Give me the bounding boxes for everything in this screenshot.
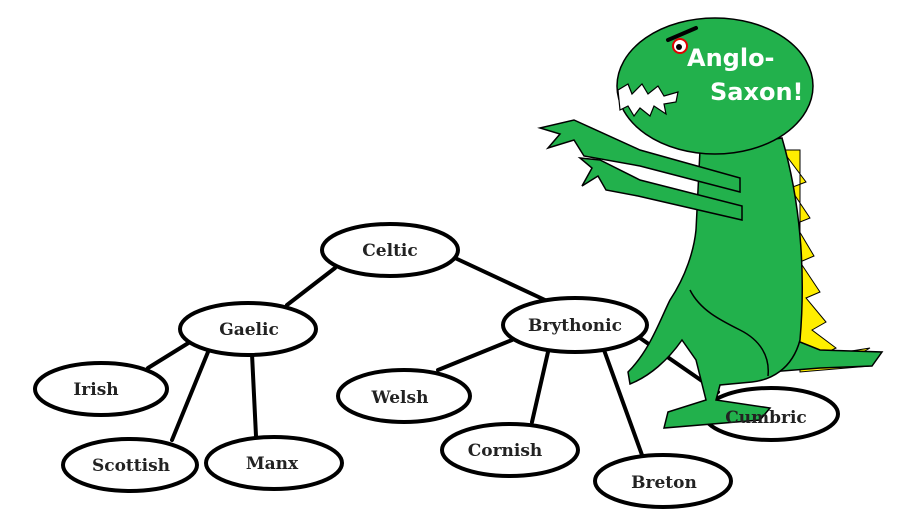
dinosaur-body: [627, 137, 803, 429]
edge-brythonic-welsh: [436, 338, 514, 372]
edge-celtic-brythonic: [453, 256, 547, 302]
node-welsh: [336, 368, 472, 424]
node-celtic: [320, 222, 460, 278]
label-cumbric: Cumbric: [725, 408, 807, 428]
edge-gaelic-scottish: [170, 350, 210, 442]
label-irish: Irish: [73, 380, 118, 400]
edge-brythonic-breton: [602, 348, 644, 457]
dinosaur-illustration: Anglo- Saxon!: [537, 17, 884, 429]
label-breton: Breton: [631, 473, 697, 493]
dinosaur-teeth: [617, 83, 679, 118]
node-gaelic: [178, 301, 318, 357]
label-gaelic: Gaelic: [219, 320, 279, 340]
edge-celtic-gaelic: [285, 266, 337, 307]
node-brythonic: [501, 296, 649, 354]
node-manx: [204, 435, 344, 491]
shout-text-line2: Saxon!: [710, 78, 803, 106]
node-breton: [593, 453, 733, 509]
shout-text-line1: Anglo-: [687, 44, 775, 72]
tree-edges: [146, 256, 720, 457]
tree-labels: Celtic Gaelic Brythonic Irish Scottish M…: [73, 241, 806, 493]
edge-gaelic-manx: [250, 352, 258, 438]
label-scottish: Scottish: [92, 456, 170, 476]
node-irish: [33, 361, 169, 417]
dinosaur-eye: [666, 26, 698, 54]
node-cornish: [440, 422, 580, 478]
edge-brythonic-cornish: [530, 350, 550, 424]
edge-gaelic-irish: [146, 340, 192, 370]
node-scottish: [61, 437, 199, 493]
label-manx: Manx: [246, 454, 299, 474]
label-brythonic: Brythonic: [528, 316, 622, 336]
label-cornish: Cornish: [468, 441, 543, 461]
label-welsh: Welsh: [371, 388, 429, 408]
dinosaur-head: [616, 17, 814, 155]
dinosaur-arm-upper: [537, 119, 741, 193]
label-celtic: Celtic: [362, 241, 417, 261]
tree-nodes: [33, 222, 840, 509]
dinosaur-arm-lower: [577, 157, 743, 221]
dinosaur-leg-line: [689, 289, 769, 377]
